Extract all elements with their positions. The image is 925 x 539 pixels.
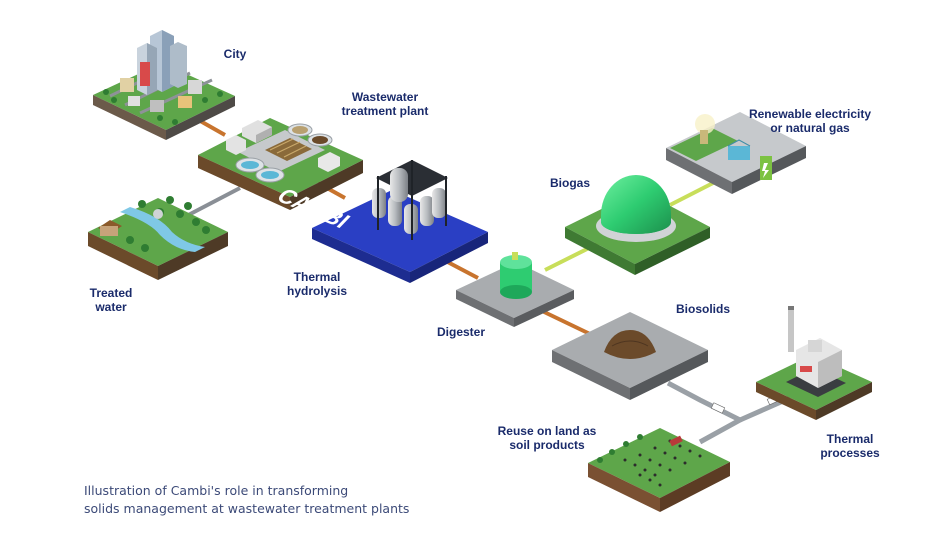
pipe-biogas-renewable: [669, 180, 716, 207]
label-renewable-line2: or natural gas: [770, 121, 850, 135]
label-renewable-line1: Renewable electricity: [748, 107, 872, 121]
skyscraper-icon: [120, 30, 202, 112]
pipe-digester-biosolids: [539, 308, 591, 336]
label-thermal-processes-line2: processes: [820, 446, 880, 460]
ev-charger-icon: [760, 156, 772, 180]
label-thermal-hydrolysis-line2: hydrolysis: [286, 284, 348, 298]
incinerator-building-icon: [788, 306, 842, 388]
label-thermal-processes-line1: Thermal: [826, 432, 874, 446]
label-wwtp-line2: treatment plant: [341, 104, 429, 118]
label-reuse-on-land: Reuse on land as soil products: [482, 424, 612, 452]
label-biosolids: Biosolids: [675, 302, 730, 316]
truck-icon: [710, 402, 726, 414]
label-biogas: Biogas: [549, 176, 590, 190]
clarifier-icon: [235, 123, 333, 183]
hydrolysis-reactor-icon: [372, 160, 448, 240]
renewable-tile: [666, 112, 806, 194]
caption-line1: Illustration of Cambi's role in transfor…: [84, 483, 349, 498]
tank-icon: [153, 209, 163, 219]
tractor-icon: [669, 435, 683, 447]
biosolids-pile-icon: [604, 330, 656, 359]
figure-caption: Illustration of Cambi's role in transfor…: [84, 482, 464, 518]
lightbulb-icon: [695, 114, 715, 144]
label-city: City: [223, 47, 247, 61]
soil-products-tile: [588, 428, 730, 512]
thermal-processes-tile: [756, 306, 872, 420]
substation-icon: [727, 139, 751, 160]
label-wwtp-line1: Wastewater: [351, 90, 419, 104]
label-wwtp: Wastewater treatment plant: [330, 90, 440, 118]
label-renewable: Renewable electricity or natural gas: [735, 107, 885, 135]
aeration-basin-icon: [265, 138, 312, 161]
plant-building-icon: [226, 120, 340, 172]
label-treated-line1: Treated: [89, 286, 133, 300]
label-thermal-hydrolysis-line1: Thermal: [293, 270, 341, 284]
field-rows-icon: [623, 439, 702, 487]
label-thermal-hydrolysis: Thermal hydrolysis: [272, 270, 362, 298]
city-tile: [93, 30, 235, 140]
biosolids-tile: [552, 312, 708, 400]
pipe-biosolids-land: [666, 380, 746, 445]
label-digester: Digester: [436, 325, 486, 339]
treated-water-tile: [88, 196, 228, 280]
label-reuse-line1: Reuse on land as: [497, 424, 597, 438]
digester-tank-icon: [500, 252, 532, 299]
house-icon: [98, 220, 122, 236]
label-reuse-line2: soil products: [509, 438, 585, 452]
label-treated-line2: water: [95, 300, 127, 314]
gas-dome-icon: [596, 175, 676, 242]
wwtp-tile: [198, 118, 363, 210]
biogas-tile: [565, 175, 710, 275]
label-treated-water: Treated water: [76, 286, 146, 314]
label-thermal-processes: Thermal processes: [810, 432, 890, 460]
caption-line2: solids management at wastewater treatmen…: [84, 501, 410, 516]
digester-tile: [456, 252, 574, 327]
river-icon: [120, 207, 205, 252]
